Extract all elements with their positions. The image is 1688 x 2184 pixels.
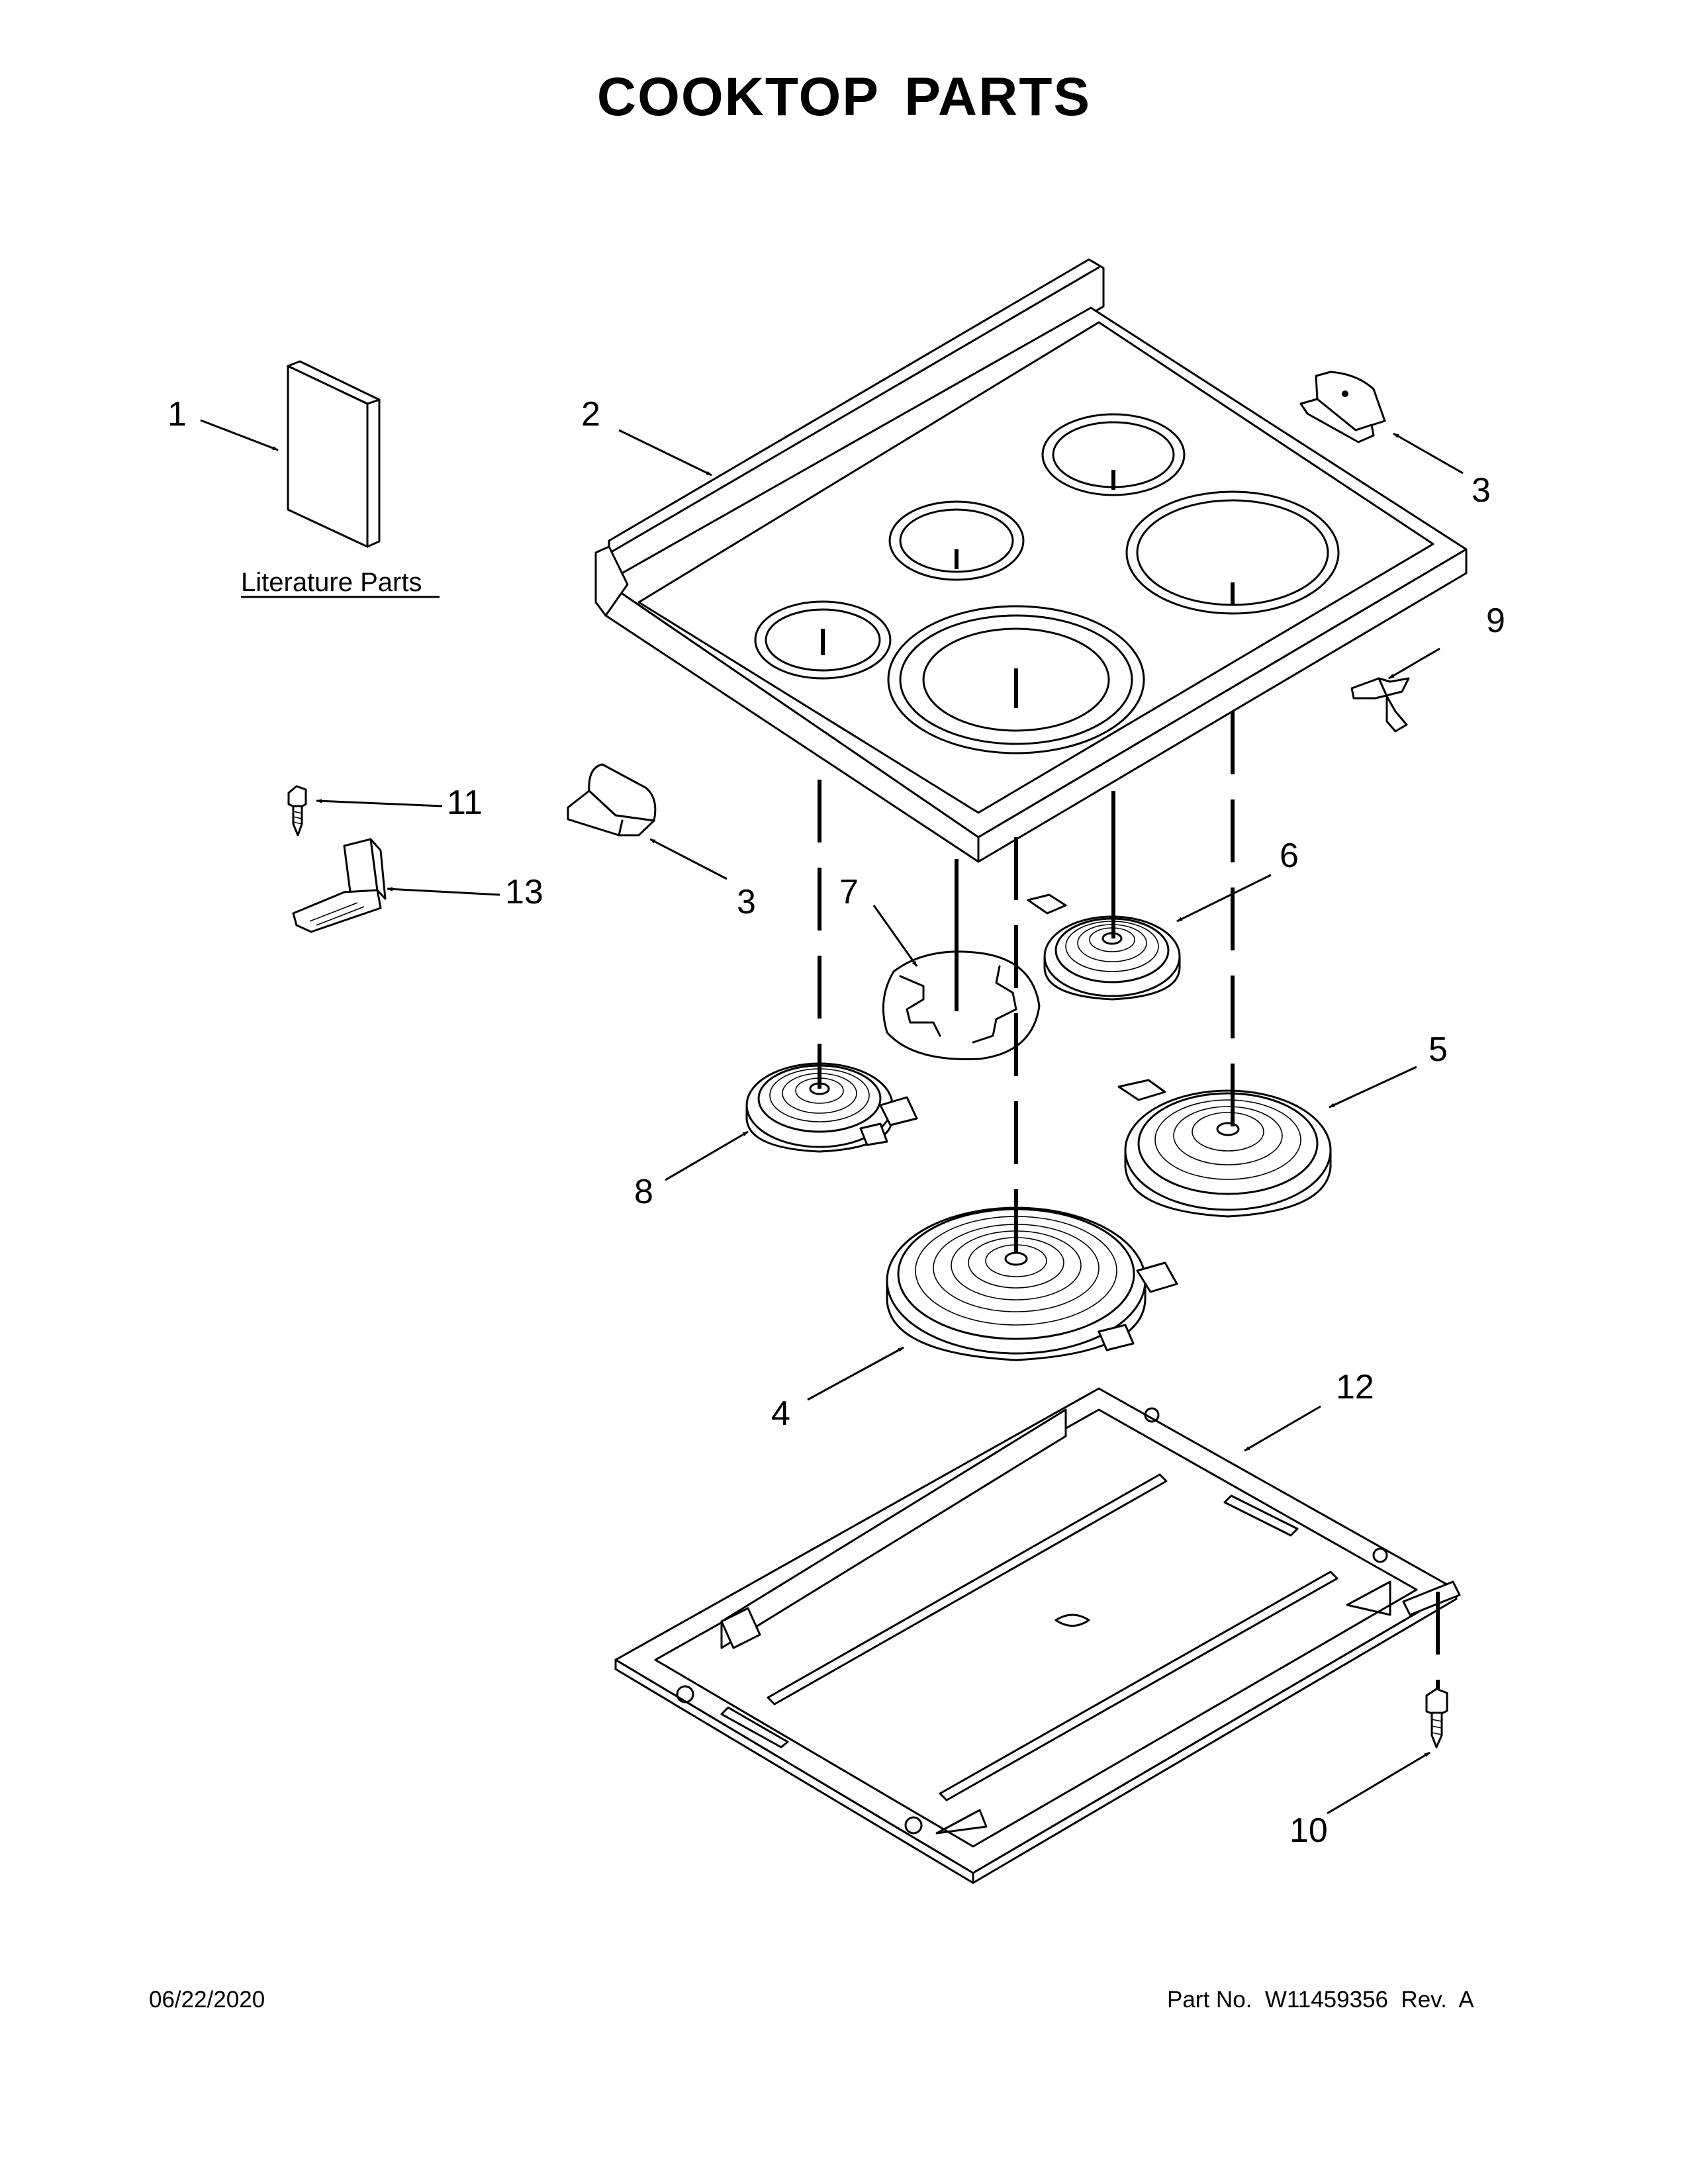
callout-9: 9 (1486, 602, 1505, 640)
literature-parts-label: Literature Parts (241, 568, 422, 597)
callout-6: 6 (1280, 837, 1299, 875)
cooktop-glass-part (594, 258, 1468, 863)
callout-7: 7 (839, 873, 859, 911)
screw-part-11 (287, 785, 307, 837)
end-cap-part-left (567, 763, 657, 837)
callout-4: 4 (771, 1394, 790, 1433)
leader-arrows (200, 419, 1464, 1815)
assembly-lines (818, 711, 1440, 1689)
clip-part (1350, 677, 1410, 733)
page-title: COOKTOP PARTS (596, 67, 1092, 127)
bracket-part-right (1299, 371, 1386, 443)
callout-3-right: 3 (1472, 471, 1491, 510)
burner-box-part (614, 1387, 1461, 1884)
callout-1: 1 (167, 395, 187, 433)
callout-8: 8 (634, 1173, 653, 1211)
callout-12: 12 (1336, 1368, 1374, 1406)
callout-2: 2 (581, 395, 600, 433)
surface-element-part-8 (745, 1062, 918, 1153)
surface-element-part-4 (886, 1206, 1178, 1361)
footer-date: 06/22/2020 (149, 1987, 265, 2013)
footer-part-number: Part No. W11459356 Rev. A (1167, 1987, 1474, 2013)
callout-10: 10 (1289, 1811, 1328, 1850)
surface-element-part-6 (1027, 893, 1181, 1001)
callout-13: 13 (505, 873, 543, 911)
insulation-pad-part (882, 950, 1041, 1060)
screw-part-10 (1425, 1688, 1448, 1749)
mounting-bracket-part-13 (292, 838, 387, 933)
surface-element-part-5 (1117, 1079, 1332, 1218)
callout-5: 5 (1429, 1030, 1448, 1069)
callout-3-left: 3 (737, 883, 756, 921)
callout-11: 11 (447, 784, 483, 822)
literature-booklet-part (287, 360, 381, 548)
